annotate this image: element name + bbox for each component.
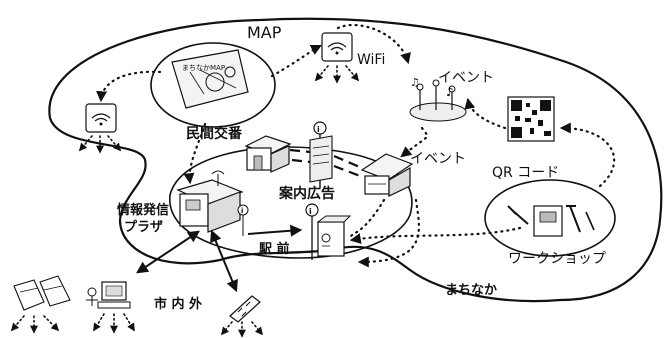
- svg-text:i: i: [317, 125, 320, 134]
- spread-arrows: [10, 65, 360, 338]
- svg-text:♪: ♪: [446, 85, 454, 99]
- svg-text:i: i: [241, 207, 243, 215]
- machinaka-region-outline: [48, 17, 663, 303]
- event-music-sketch: ♪ ♫: [409, 76, 467, 122]
- workshop-tools-sketch: [507, 205, 595, 237]
- label-qr-code: QR コード: [492, 165, 559, 181]
- qr-code-icon: [507, 96, 555, 142]
- signboard-sketch: i: [309, 121, 333, 188]
- label-wifi: WiFi: [357, 52, 385, 68]
- label-ekimae: 駅 前: [258, 241, 290, 257]
- label-workshop: ワークショップ: [508, 251, 606, 267]
- label-minkan-koban: 民間交番: [186, 125, 243, 142]
- solid-arrows: [136, 224, 303, 293]
- wifi-sign-left: [85, 103, 117, 133]
- info-plaza-building-sketch: i: [176, 170, 249, 236]
- workshop-ellipse: [484, 179, 616, 257]
- map-ellipse: [150, 42, 276, 128]
- label-annai-kokoku: 案内広告: [278, 185, 335, 202]
- remote-sketch: [229, 295, 261, 323]
- computer-sketch: [86, 281, 131, 309]
- books-sketch: [13, 275, 71, 311]
- svg-text:i: i: [309, 207, 312, 216]
- svg-text:♫: ♫: [410, 76, 420, 89]
- label-plaza: プラザ: [124, 220, 163, 235]
- map-sketch-icon: まちなかMAP: [171, 49, 249, 109]
- label-event-mid: イベント: [410, 151, 466, 167]
- label-map: MAP: [247, 23, 282, 42]
- map-sketch-text: まちなかMAP: [182, 64, 225, 72]
- koban-building-sketch: [244, 135, 292, 173]
- label-shinai-gai: 市 内 外: [154, 296, 202, 312]
- label-machinaka: まちなか: [445, 283, 497, 298]
- dotted-connectors: [96, 23, 616, 268]
- label-joho-hasshin: 情報発信: [117, 202, 169, 218]
- event-stall-sketch: [360, 153, 414, 197]
- ekimae-kiosk-sketch: i: [305, 203, 352, 260]
- wifi-sign-top: [321, 32, 353, 62]
- dashed-links: [289, 148, 363, 178]
- label-event-top: イベント: [438, 70, 494, 86]
